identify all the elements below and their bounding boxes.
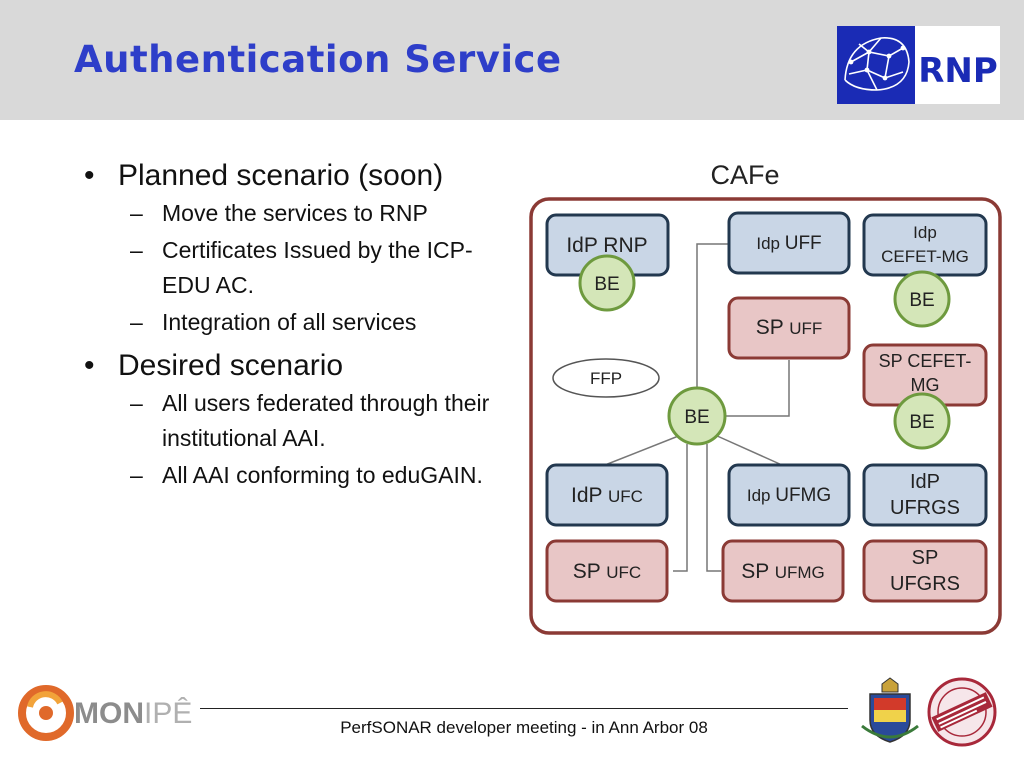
universidade-salvador-seal-icon (927, 677, 997, 747)
sub-bullet-text: Integration of all services (162, 309, 417, 335)
idp-ufmg-box (727, 463, 851, 527)
idp-ufmg-label: Idp UFMG (747, 485, 831, 506)
idp-cefet-label-line1: Idp (913, 223, 937, 242)
sp-ufmg-box (721, 539, 845, 603)
bullet-item: • Planned scenario (soon) (80, 158, 520, 194)
bullet-text: Desired scenario (118, 349, 344, 382)
sp-cefet-label-line1: SP CEFET- (879, 351, 972, 371)
sub-bullet-text: Certificates Issued by the ICP-EDU AC. (162, 237, 473, 298)
sp-ufgrs-label-line2: UFGRS (890, 573, 960, 595)
bullet-list: •Planned scenario (soon) –Move the servi… (80, 150, 520, 493)
bullet-mark: • (84, 159, 95, 192)
footer-text: PerfSONAR developer meeting - in Ann Arb… (340, 718, 708, 737)
be-node-cefet-idp (893, 270, 951, 328)
sp-ufgrs-box (862, 539, 988, 603)
footer-rule (200, 708, 848, 709)
idp-rnp-label: IdP RNP (566, 234, 647, 257)
be-node-center (667, 386, 727, 446)
idp-ufrgs-box (862, 463, 988, 527)
sp-cefet-label-line2: MG (911, 375, 940, 395)
cafe-diagram: CAFe IdP RNP Idp UFF Idp CEFET-MG SP UFF… (529, 160, 1002, 635)
diagram-title: CAFe (710, 160, 779, 190)
ffp-node (552, 358, 660, 398)
sub-bullet-mark: – (130, 390, 143, 416)
sp-ufc-box (545, 539, 669, 603)
sub-bullet-text: All AAI conforming to eduGAIN. (162, 462, 483, 488)
sub-bullet-item: –Certificates Issued by the ICP-EDU AC. (80, 233, 520, 303)
ffp-label: FFP (590, 369, 622, 388)
idp-ufrgs-label-line1: IdP (910, 471, 940, 493)
monipe-logo-text: MONIPÊ (74, 697, 192, 730)
sp-ufgrs-label-line1: SP (912, 547, 939, 569)
be-node-rnp (578, 254, 636, 312)
sub-bullet-mark: – (130, 462, 143, 488)
sub-bullet-mark: – (130, 237, 143, 263)
sub-bullet-mark: – (130, 309, 143, 335)
monipe-logo: MONIPÊ (18, 685, 192, 741)
be-label: BE (909, 412, 934, 433)
sp-ufmg-label: SP UFMG (741, 560, 825, 583)
cafe-frame (529, 197, 1002, 635)
be-label: BE (684, 407, 709, 428)
sub-bullet-text: Move the services to RNP (162, 200, 428, 226)
bullet-item: • Desired scenario (80, 348, 520, 384)
bullet-text: Planned scenario (soon) (118, 159, 444, 192)
sub-bullet-item: –All users federated through their insti… (80, 386, 520, 456)
idp-ufc-label: IdP UFC (571, 484, 643, 507)
idp-ufc-box (545, 463, 669, 527)
rnp-logo-text: RNP (918, 51, 998, 91)
sp-uff-box (727, 296, 851, 360)
sp-uff-label: SP UFF (756, 316, 823, 339)
sub-bullet-item: –Integration of all services (80, 305, 520, 340)
university-seal-icon (861, 677, 919, 743)
sub-bullet-item: –Move the services to RNP (80, 196, 520, 231)
connector-lines (604, 243, 790, 572)
bullet-mark: • (84, 349, 95, 382)
idp-uff-box (727, 211, 851, 275)
rnp-logo: RNP (837, 26, 1000, 104)
be-label: BE (909, 290, 934, 311)
sp-ufc-label: SP UFC (573, 560, 641, 583)
sub-bullet-text: All users federated through their instit… (162, 390, 490, 451)
idp-cefet-label-line2: CEFET-MG (881, 247, 969, 266)
slide-title: Authentication Service (74, 38, 562, 81)
idp-uff-label: Idp UFF (756, 233, 821, 254)
idp-ufrgs-label-line2: UFRGS (890, 497, 960, 519)
be-label: BE (594, 274, 619, 295)
be-node-cefet-sp (893, 392, 951, 450)
sub-bullet-mark: – (130, 200, 143, 226)
sub-bullet-item: –All AAI conforming to eduGAIN. (80, 458, 520, 493)
